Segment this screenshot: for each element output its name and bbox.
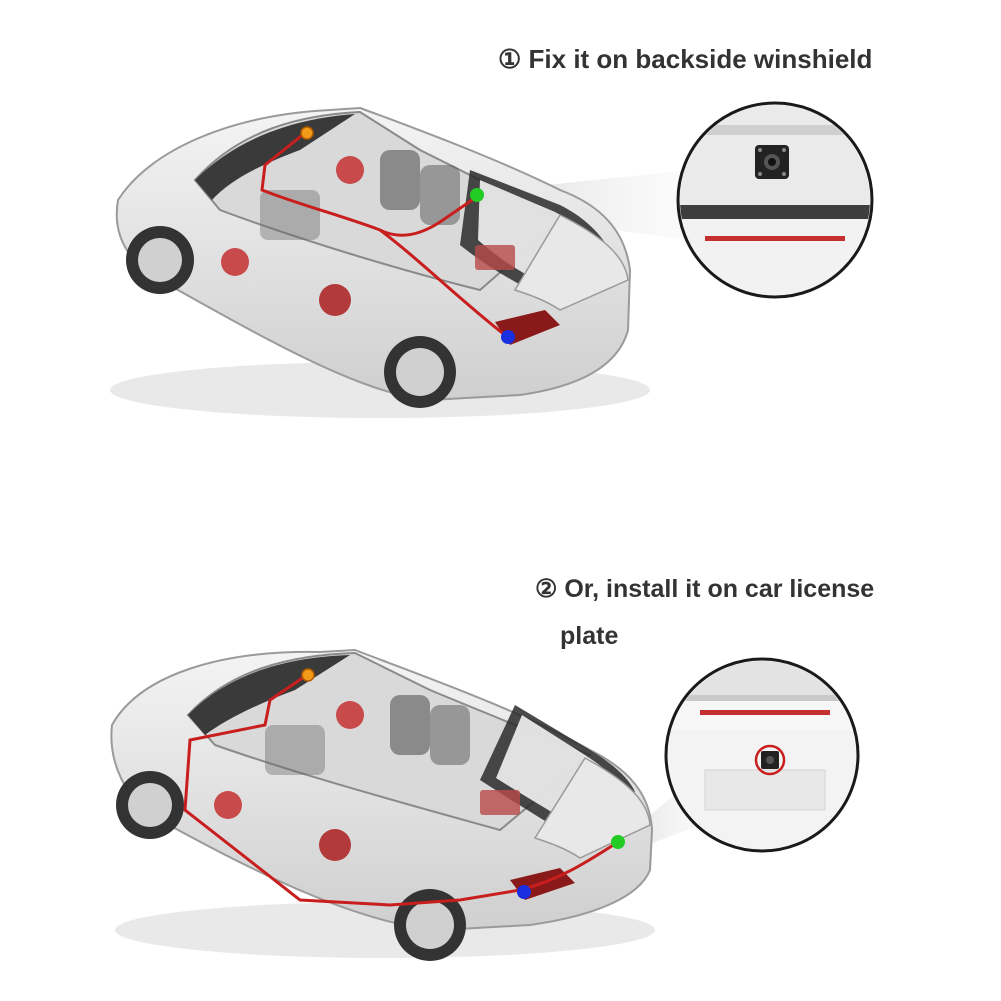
zoom-callout [676,101,874,299]
license-plate-install-scene [0,500,1001,1000]
dashcam-marker [300,126,314,140]
windshield-install-scene [0,0,1001,500]
zoom-callout [664,657,860,853]
rear-camera-icon [754,744,786,776]
plate-mount-marker [611,835,625,849]
reverse-light-marker [501,330,515,344]
wire-route [183,673,619,907]
wire-route-lower [379,228,506,337]
car-illustration [110,106,650,418]
reverse-light-marker [517,885,531,899]
car-illustration [110,648,655,961]
dashcam-marker [301,668,315,682]
wire-route-upper [260,131,479,237]
rear-camera-icon [755,145,789,179]
step1-caption: ① Fix it on backside winshield [498,44,873,74]
camera-mount-marker [470,188,484,202]
step2-caption-line2: plate [560,622,619,650]
step2-caption-line1: ② Or, install it on car license [535,575,875,603]
